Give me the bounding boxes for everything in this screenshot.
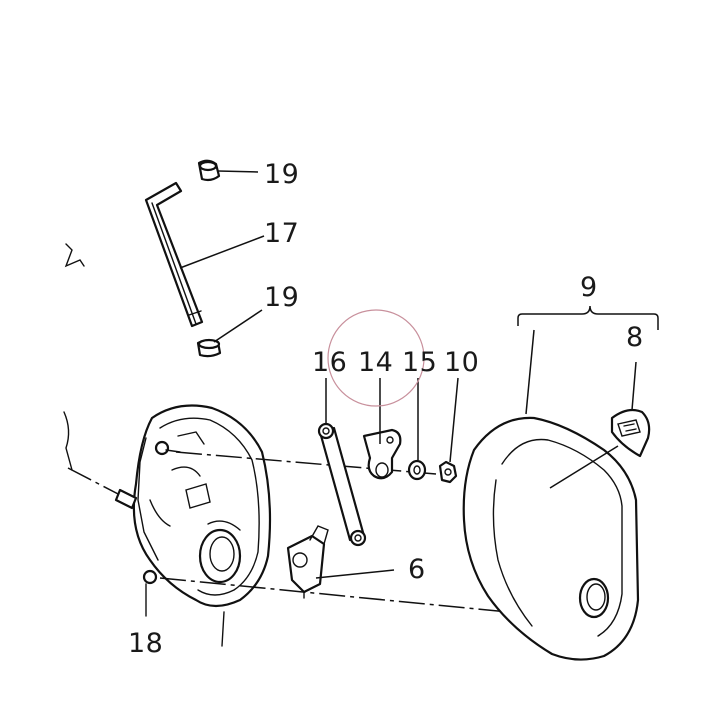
part-14-bracket: [362, 428, 402, 480]
part-18-bolt: [142, 569, 158, 617]
part-9-clutch-cover: [462, 416, 640, 661]
leader-lines: [179, 170, 637, 579]
callout-16: 16: [312, 347, 347, 378]
callout-8: 8: [626, 322, 644, 353]
callout-19-bottom: 19: [264, 282, 299, 313]
cut-off-part-left-edge: [63, 243, 85, 471]
part-15-washer: [407, 459, 427, 481]
part-10-nut: [438, 460, 458, 484]
callout-14: 14: [358, 347, 393, 378]
part-19-cap-top: [197, 159, 221, 182]
part-8-badge: [610, 408, 651, 458]
part-16-link-rod: [317, 422, 367, 547]
callout-15: 15: [402, 347, 437, 378]
engine-side-cover: [132, 404, 272, 647]
callout-6: 6: [408, 554, 426, 585]
highlight-circle: [327, 309, 425, 407]
callout-9: 9: [580, 272, 598, 303]
alignment-line-lower: [159, 577, 509, 613]
callout-19-top: 19: [264, 159, 299, 190]
shaft-pin: [67, 467, 138, 510]
group-brace-9: [517, 305, 659, 330]
part-6-plate: [286, 525, 329, 599]
callout-18: 18: [128, 628, 163, 659]
callout-10: 10: [444, 347, 479, 378]
part-17-hex-key: [144, 181, 204, 328]
callout-17: 17: [264, 218, 299, 249]
part-19-cap-bottom: [196, 338, 222, 358]
